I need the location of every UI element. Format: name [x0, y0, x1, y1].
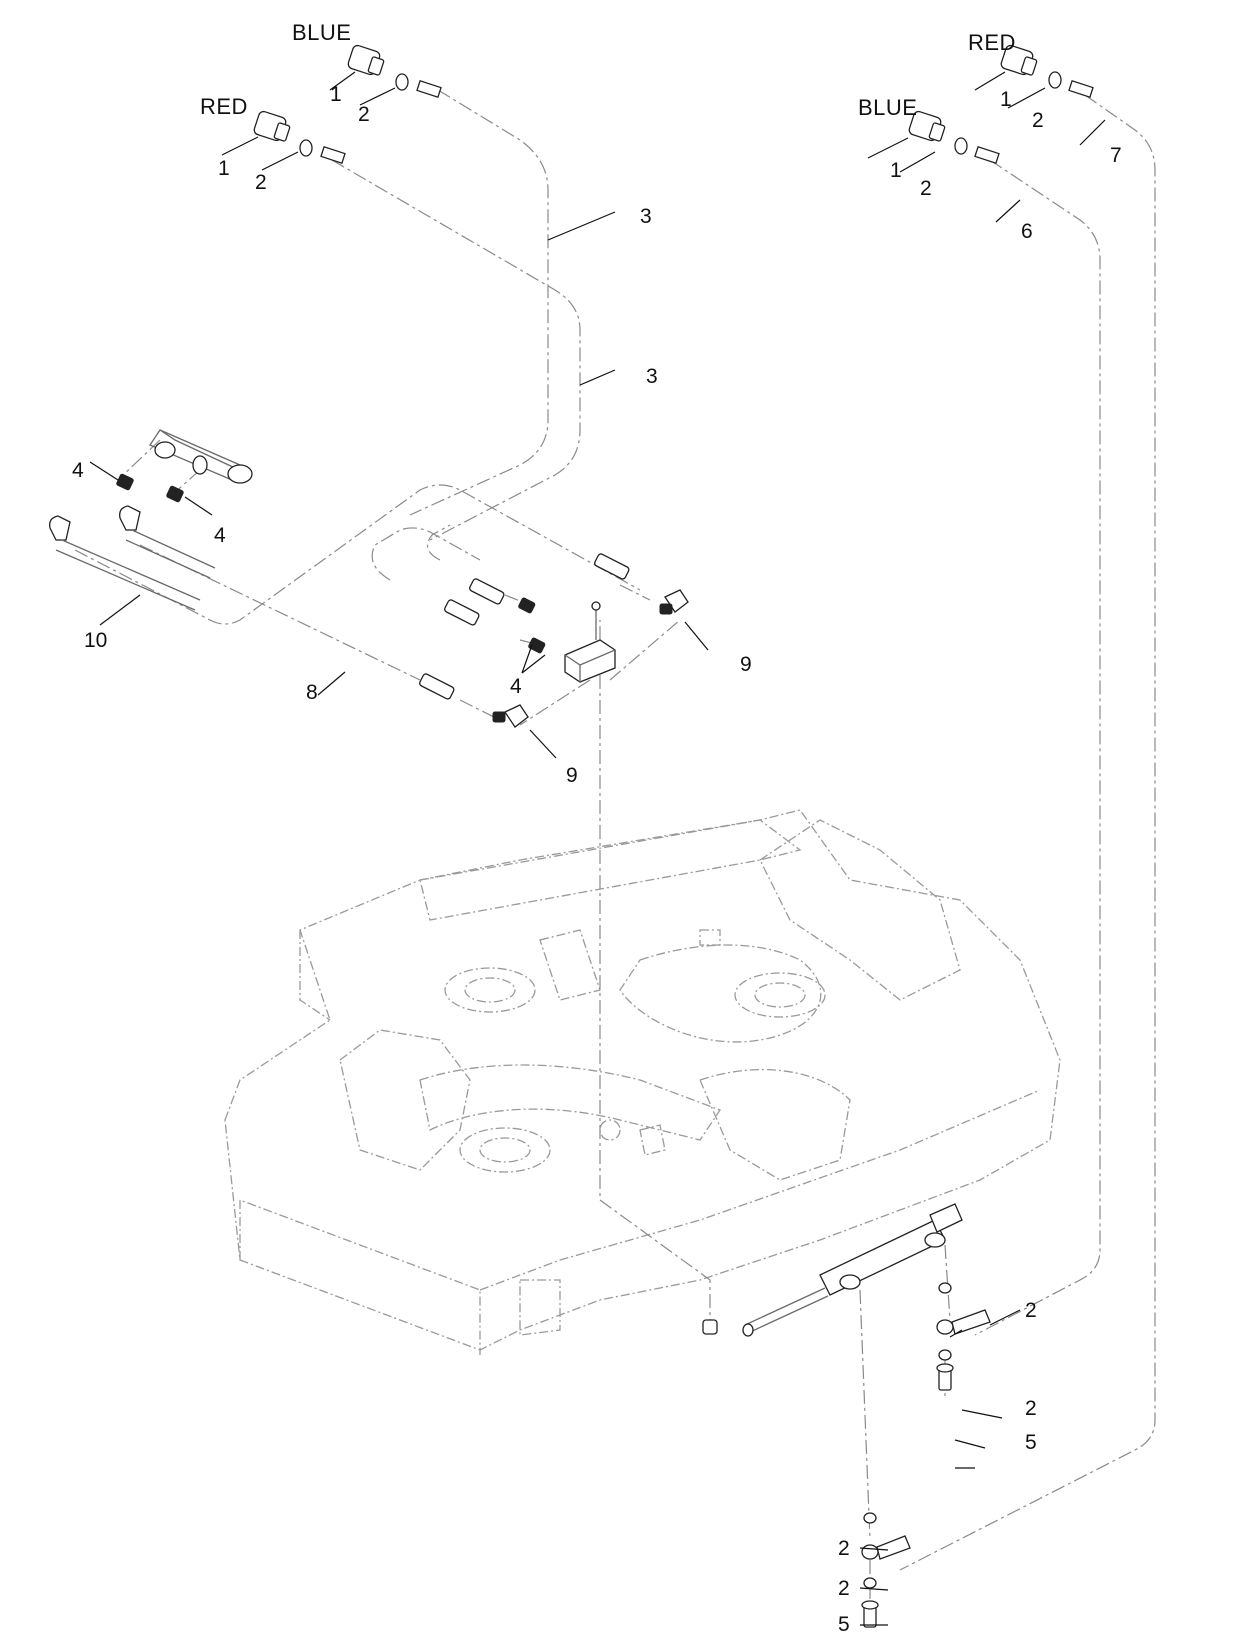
callout-9: 9	[566, 764, 578, 787]
label-blue-left: BLUE	[292, 20, 352, 45]
label-red-left: RED	[200, 94, 248, 119]
mower-deck	[224, 809, 1061, 1355]
callout-2: 2	[1025, 1299, 1037, 1322]
callout-2: 2	[920, 177, 932, 200]
label-red-right: RED	[968, 30, 1016, 55]
label-blue-right: BLUE	[858, 95, 918, 120]
callout-2: 2	[838, 1577, 850, 1600]
manifold-block	[564, 601, 616, 683]
deck-nut	[702, 1319, 718, 1335]
callout-4: 4	[214, 524, 226, 547]
callout-3: 3	[646, 365, 658, 388]
callout-1: 1	[330, 83, 342, 106]
coupler-red-right	[1000, 44, 1094, 98]
hose-ends-center	[419, 553, 689, 728]
callout-9: 9	[740, 653, 752, 676]
callout-2: 2	[255, 171, 267, 194]
callout-2: 2	[838, 1537, 850, 1560]
banjo-fitting-upper	[936, 1282, 991, 1391]
banjo-fitting-lower	[861, 1512, 911, 1628]
callout-1: 1	[890, 159, 902, 182]
coupler-red-left	[253, 110, 346, 164]
callout-4: 4	[510, 675, 522, 698]
elbow-fittings-left	[49, 505, 216, 611]
callout-5: 5	[1025, 1431, 1037, 1454]
valve-block-left	[116, 429, 253, 503]
callout-5: 5	[838, 1613, 850, 1636]
callout-2: 2	[358, 103, 370, 126]
lift-cylinder	[742, 1203, 963, 1337]
callout-4: 4	[72, 459, 84, 482]
callout-1: 1	[218, 157, 230, 180]
callout-1: 1	[1000, 88, 1012, 111]
callout-2: 2	[1025, 1397, 1037, 1420]
callout-6: 6	[1021, 220, 1033, 243]
callout-8: 8	[306, 681, 318, 704]
coupler-blue-right	[908, 110, 1000, 164]
callout-7: 7	[1110, 144, 1122, 167]
callout-leaders	[89, 71, 1106, 1626]
callout-2: 2	[1032, 109, 1044, 132]
coupler-blue-left	[347, 44, 442, 98]
hose-lines	[74, 89, 1156, 1605]
callout-10: 10	[84, 629, 108, 652]
callout-3: 3	[640, 205, 652, 228]
